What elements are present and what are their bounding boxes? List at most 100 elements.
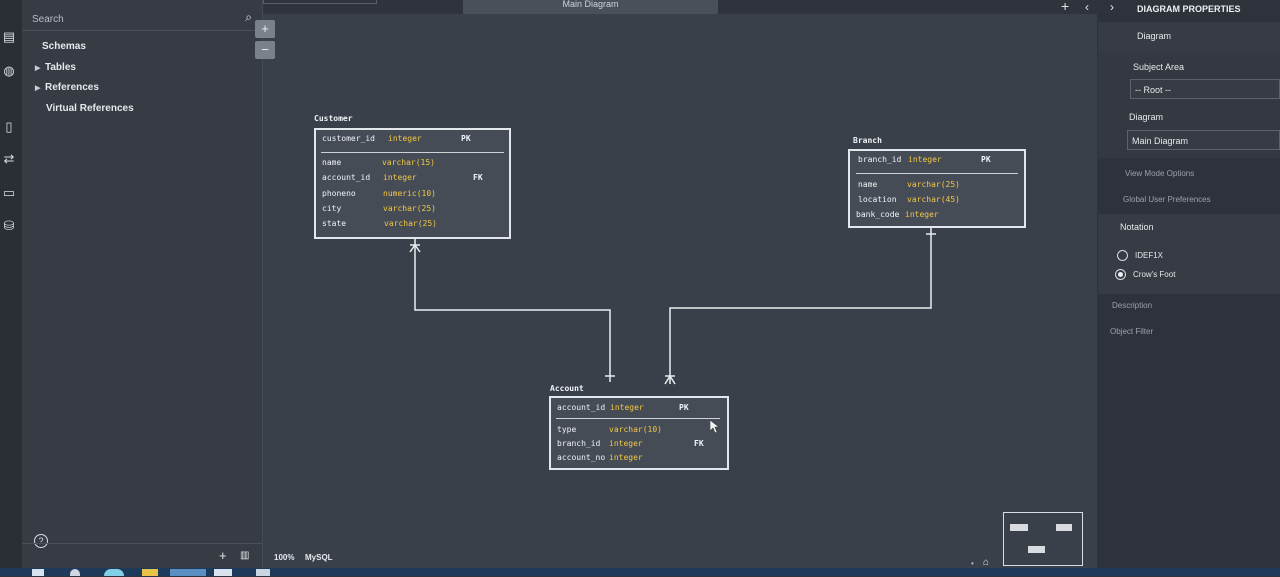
column-type: varchar(25) xyxy=(907,180,960,189)
tree-item-tables[interactable]: ▶Tables xyxy=(35,62,76,73)
column-type: integer xyxy=(905,210,939,219)
tree-item-references[interactable]: ▶ References xyxy=(35,82,99,93)
relationship-lines xyxy=(409,228,936,385)
pk-separator xyxy=(321,152,504,153)
active-app-icon[interactable] xyxy=(170,569,206,576)
activity-rail: ▤ ◍ ▯ ⇄ ▭ ⛁ xyxy=(0,0,22,576)
add-tab-icon[interactable]: + xyxy=(1061,0,1070,14)
edge-browser-icon[interactable] xyxy=(104,569,124,576)
column-type: integer xyxy=(383,173,417,182)
notation-label: Notation xyxy=(1120,222,1154,232)
caret-right-icon[interactable]: ▶ xyxy=(35,85,41,92)
entity-title-customer: Customer xyxy=(314,114,353,123)
subject-area-label: Subject Area xyxy=(1133,62,1185,72)
column-name: phoneno xyxy=(322,189,356,198)
file-explorer-icon[interactable] xyxy=(142,569,158,576)
minimap[interactable] xyxy=(1003,512,1083,566)
chevron-left-icon[interactable]: ‹ xyxy=(1085,0,1089,14)
key-badge: PK xyxy=(981,155,991,164)
windows-start-icon[interactable] xyxy=(32,569,44,576)
home-icon[interactable]: ⌂ xyxy=(983,557,990,568)
diagram-canvas[interactable]: Main Diagram + ‹ + − Customer customer_i… xyxy=(255,0,1097,570)
entity-customer[interactable]: customer_id integer PK name varchar(15) … xyxy=(314,128,511,239)
section-title[interactable]: Diagram xyxy=(1137,31,1172,41)
search-bar: ⌕ xyxy=(22,6,262,31)
column-type: integer xyxy=(908,155,942,164)
column-name: name xyxy=(322,158,342,167)
search-input[interactable] xyxy=(30,8,224,30)
radio-crows-foot[interactable] xyxy=(1115,269,1126,280)
column-row[interactable]: account_id integer FK xyxy=(322,173,502,187)
diagram-name-value: Main Diagram xyxy=(1132,136,1189,146)
search-icon[interactable]: ⌕ xyxy=(245,10,252,24)
tab-previous[interactable] xyxy=(263,0,377,4)
entity-account[interactable]: account_id integer PK type varchar(10) b… xyxy=(549,396,729,470)
explorer-footer: + ▥ xyxy=(22,543,262,577)
tab-main-diagram[interactable]: Main Diagram xyxy=(463,0,718,14)
column-row[interactable]: bank_code integer xyxy=(856,210,1016,224)
column-type: integer xyxy=(609,453,643,462)
tree-item-virtual-references[interactable]: Virtual References xyxy=(46,103,134,114)
column-row[interactable]: location varchar(45) xyxy=(858,195,1018,209)
relationship-customer-account xyxy=(414,238,611,382)
zoom-out-button[interactable]: − xyxy=(255,41,275,59)
tree-item-schemas[interactable]: Schemas xyxy=(42,41,86,52)
column-row[interactable]: account_no integer xyxy=(557,453,721,467)
subject-area-select[interactable]: -- Root -- xyxy=(1130,79,1280,99)
column-type: integer xyxy=(609,439,643,448)
taskbar-search-icon[interactable] xyxy=(70,569,80,576)
notation-option-label: Crow's Foot xyxy=(1133,270,1176,279)
column-row[interactable]: name varchar(25) xyxy=(858,180,1018,194)
column-row[interactable]: branch_id integer FK xyxy=(557,439,721,453)
column-name: customer_id xyxy=(322,134,375,143)
database-icon[interactable]: ▤ xyxy=(2,29,16,44)
tree-item-label: References xyxy=(45,82,99,93)
database-export-icon[interactable]: ⛁ xyxy=(3,218,15,233)
subject-area-value: -- Root -- xyxy=(1135,85,1171,95)
add-icon[interactable]: + xyxy=(219,548,227,563)
view-mode-options[interactable]: View Mode Options xyxy=(1125,169,1195,178)
notebook-icon[interactable]: ▭ xyxy=(2,185,16,200)
diagram-name-field[interactable]: Main Diagram xyxy=(1127,130,1280,150)
trash-icon[interactable]: ▥ xyxy=(240,550,250,561)
column-row[interactable]: phoneno numeric(10) xyxy=(322,189,502,203)
caret-right-icon[interactable]: ▶ xyxy=(35,65,41,72)
radio-idef1x[interactable] xyxy=(1117,250,1128,261)
column-row[interactable]: name varchar(15) xyxy=(322,158,502,172)
tree-item-label: Virtual References xyxy=(46,103,134,114)
description-section[interactable]: Description xyxy=(1112,301,1153,310)
book-icon[interactable]: ▯ xyxy=(5,119,13,134)
column-name: bank_code xyxy=(856,210,900,219)
zoom-level[interactable]: 100% xyxy=(274,553,295,562)
column-name: city xyxy=(322,204,342,213)
column-name: type xyxy=(557,425,577,434)
column-row-pk[interactable]: branch_id integer PK xyxy=(858,155,1018,169)
key-badge: PK xyxy=(679,403,689,412)
column-name: state xyxy=(322,219,347,228)
chevron-right-icon[interactable]: › xyxy=(1110,0,1114,14)
schema-icon[interactable]: ◍ xyxy=(3,63,15,78)
relationship-branch-account xyxy=(669,228,932,384)
column-type: numeric(10) xyxy=(383,189,436,198)
global-user-preferences[interactable]: Global User Preferences xyxy=(1123,195,1211,204)
zoom-in-button[interactable]: + xyxy=(255,20,275,38)
column-row[interactable]: type varchar(10) xyxy=(557,425,721,439)
column-name: account_no xyxy=(557,453,606,462)
store-icon[interactable] xyxy=(256,569,270,576)
help-icon[interactable]: ? xyxy=(34,534,48,548)
column-row-pk[interactable]: customer_id integer PK xyxy=(322,134,502,148)
compare-icon[interactable]: ⇄ xyxy=(3,151,15,166)
minimap-entity xyxy=(1056,524,1072,531)
minimap-entity xyxy=(1028,546,1045,553)
mail-icon[interactable] xyxy=(214,569,232,576)
notation-option-label: IDEF1X xyxy=(1135,251,1164,260)
column-row[interactable]: city varchar(25) xyxy=(322,204,502,218)
column-type: varchar(25) xyxy=(383,204,436,213)
column-row-pk[interactable]: account_id integer PK xyxy=(557,403,721,417)
column-type: varchar(45) xyxy=(907,195,960,204)
model-explorer: ⌕ Schemas ▶Tables ▶ References Virtual Re… xyxy=(22,0,263,576)
tab-bar: Main Diagram + ‹ xyxy=(263,0,1097,14)
column-row[interactable]: state varchar(25) xyxy=(322,219,502,233)
entity-branch[interactable]: branch_id integer PK name varchar(25) lo… xyxy=(848,149,1026,228)
object-filter-section[interactable]: Object Filter xyxy=(1110,327,1154,336)
